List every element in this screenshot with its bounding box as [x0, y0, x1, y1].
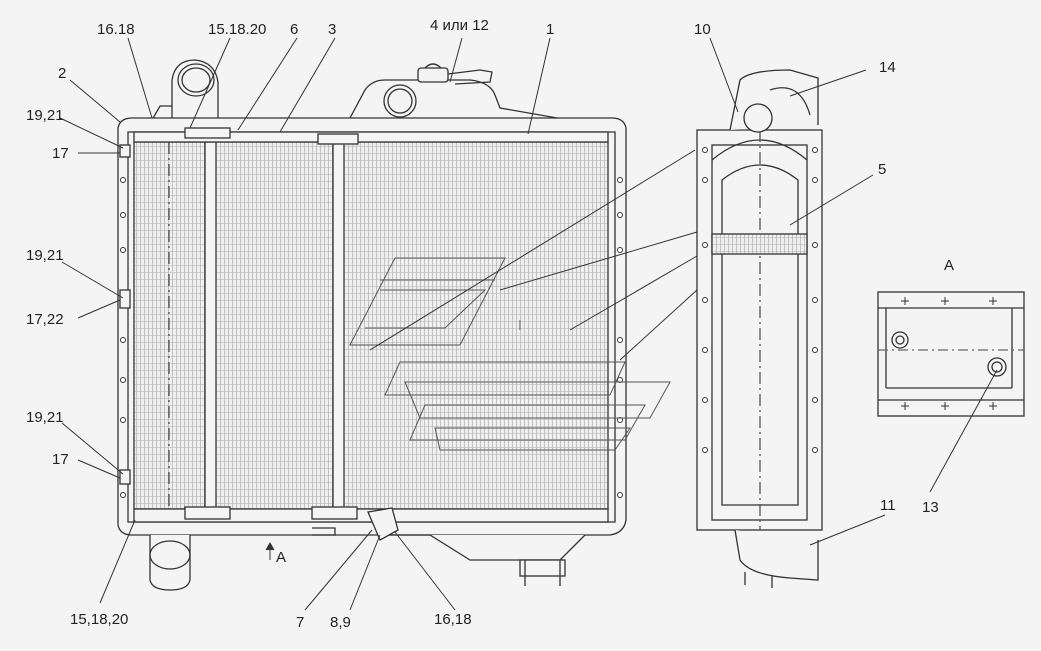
- callout-17-a: 17: [52, 145, 69, 162]
- callout-8-9: 8,9: [330, 614, 351, 631]
- view-a-arrow-label: А: [276, 549, 287, 566]
- top-port: [383, 84, 417, 118]
- top-tank-strip: [133, 131, 609, 143]
- side-bottom-pipe: [734, 529, 819, 581]
- leader-lines: [59, 37, 998, 611]
- frame-bolts: [120, 177, 623, 498]
- side-top-pipe: [729, 69, 819, 131]
- view-a-plug-right: [987, 357, 1007, 377]
- side-core-band: [711, 233, 808, 255]
- section-callout: [349, 257, 671, 451]
- callout-3: 3: [328, 21, 337, 38]
- callout-16-18-bottom: 16,18: [434, 611, 472, 628]
- callout-19-21-b: 19,21: [26, 247, 64, 264]
- view-a-plug-left: [891, 331, 909, 349]
- drain-valve: [367, 507, 399, 541]
- callout-6: 6: [290, 21, 299, 38]
- side-view: [696, 69, 823, 588]
- callout-2: 2: [58, 65, 67, 82]
- callout-19-21-c: 19,21: [26, 409, 64, 426]
- callout-10: 10: [694, 21, 711, 38]
- front-view: [117, 59, 627, 591]
- callout-4-or-12: 4 или 12: [430, 17, 489, 34]
- callout-15-18-20-bottom: 15,18,20: [70, 611, 129, 628]
- view-a-detail: [877, 291, 1025, 417]
- callout-19-21-a: 19,21: [26, 107, 64, 124]
- callout-17-22: 17,22: [26, 311, 64, 328]
- callout-14: 14: [879, 59, 896, 76]
- callout-16-18-top: 16.18: [97, 21, 135, 38]
- top-tank-hump: [349, 79, 581, 123]
- inlet-pipe: [171, 59, 219, 122]
- callout-11: 11: [880, 497, 896, 514]
- callout-1: 1: [546, 21, 555, 38]
- callout-5: 5: [878, 161, 887, 178]
- callout-17-b: 17: [52, 451, 69, 468]
- outlet-pipe: [149, 535, 191, 591]
- callout-15-18-20-top: 15.18.20: [208, 21, 267, 38]
- callout-7: 7: [296, 614, 305, 631]
- view-a-title: А: [944, 257, 955, 274]
- filler-cap: [417, 67, 449, 83]
- bottom-housing: [380, 534, 586, 561]
- side-brackets: [119, 144, 131, 485]
- callout-13: 13: [922, 499, 939, 516]
